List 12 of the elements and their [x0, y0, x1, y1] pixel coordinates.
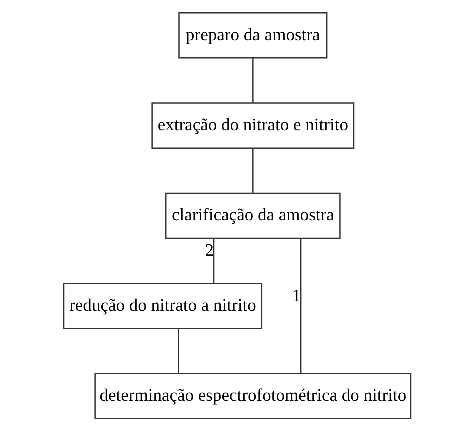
- edge-label: 1: [292, 286, 302, 306]
- node-box: preparo da amostra: [178, 12, 328, 59]
- connector: [300, 238, 302, 374]
- node-box: redução do nitrato a nitrito: [63, 283, 263, 330]
- connector: [178, 328, 180, 374]
- connector: [252, 58, 254, 103]
- edge-label: 2: [205, 240, 214, 260]
- node-box: extração do nitrato e nitrito: [152, 102, 355, 149]
- connector: [252, 148, 254, 193]
- node-box: determinação espectrofotométrica do nitrito: [94, 373, 412, 420]
- node-box: clarificação da amostra: [165, 192, 341, 240]
- connector: [213, 238, 215, 284]
